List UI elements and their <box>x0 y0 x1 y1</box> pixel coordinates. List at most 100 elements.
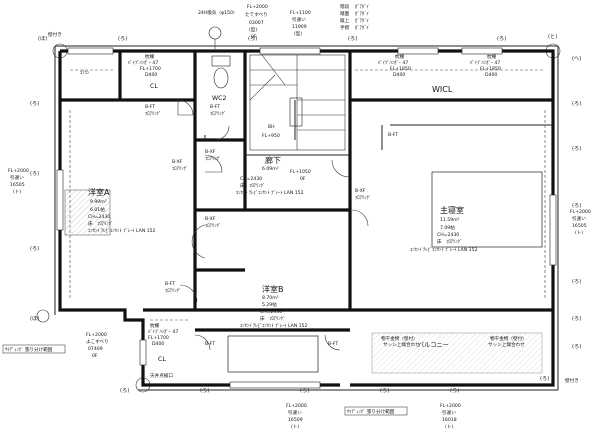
door <box>324 334 341 351</box>
master-area: 11.59m² <box>440 217 460 223</box>
master-bedroom: 主寝室 11.59m² 7.09帖 CH=2430 床 ﾌﾛｱﾘﾝｸﾞ ｺﾝｾﾝ… <box>410 205 478 253</box>
door <box>191 224 206 259</box>
side-annotations: FL+2000 引違い 16505 (ト) FL+2000 引違い 16505 … <box>8 168 591 430</box>
wicl-pipe2: ﾊﾟｲﾌﾟﾊﾝｶﾞｰ 47 <box>470 59 500 66</box>
door <box>214 125 230 141</box>
bed-outline <box>227 335 319 373</box>
closet1-fl: FL+1700 <box>140 66 161 72</box>
wicl-fl1: FL+1850 <box>390 66 411 72</box>
master-name: 主寝室 <box>440 205 464 215</box>
right-window-note: (ト) <box>575 230 583 236</box>
door-sub: ﾌﾛｱﾘﾝｸﾞ <box>210 110 226 117</box>
room-b-area: 8.70m² <box>262 295 279 301</box>
door-sub: ﾌﾛｱﾘﾝｸﾞ <box>355 194 371 201</box>
vent-icon <box>208 26 222 40</box>
stair-box-val: ｶﾞｱﾀﾞｲ <box>355 10 369 17</box>
left-window-note: (ト) <box>13 189 21 195</box>
stair-fl-label: FL+950 <box>262 133 280 139</box>
room-a-bft-sub: ﾌﾛｱﾘﾝｸﾞ <box>145 110 161 117</box>
closet2-fl: FL+1700 <box>148 335 169 341</box>
wicl-d2: D400 <box>485 72 497 78</box>
grid-mark: (ろ) <box>572 145 581 152</box>
hall: 廊下 6.09m² CH=2430 床 ﾌﾛｱﾘﾝｸﾞ ｺﾝｾﾝﾄ ﾃﾚﾋﾞｺﾝ… <box>236 155 311 196</box>
stair-box-val: ｶﾞｱﾀﾞｲ <box>355 17 369 24</box>
lower-mid-window-fl: FL+2000 <box>286 403 307 409</box>
lower-left-window-code: 07409 <box>88 346 103 352</box>
closet-2: 枕棚 ﾊﾟｲﾌﾟﾊﾝｶﾞｰ 47 FL+1700 D400 CL 天井点検口 <box>148 322 178 379</box>
grid-mark: (ろ) <box>348 35 357 42</box>
stair-label: BH <box>268 124 275 130</box>
window <box>397 47 439 55</box>
bottom-window-fl: FL+2000 <box>440 403 461 409</box>
aircon-label: ｴｱｺﾝ <box>80 70 90 76</box>
door-sub: ﾌﾛｱﾘﾝｸﾞ <box>165 287 181 294</box>
room-a-floor: 床 ﾌﾛｱﾘﾝｸﾞ <box>88 220 113 227</box>
master-ch: CH=2430 <box>437 232 459 238</box>
door-label: B-FT <box>210 104 220 110</box>
room-a-area: 9.99m² <box>90 199 107 205</box>
room-b-name: 洋室B <box>262 284 284 294</box>
grid-mark: (ろ) <box>120 387 129 394</box>
wicl-head2: 枕棚 <box>487 53 497 60</box>
room-b-outlet: ｺﾝｾﾝﾄ ﾃﾚﾋﾞｺﾝｾﾝﾄ ﾌﾟﾚｰﾄ LAN 152 <box>240 322 308 329</box>
lower-left-window-note: 0F <box>92 353 98 359</box>
hall-outlet: ｺﾝｾﾝﾄ ﾃﾚﾋﾞｺﾝｾﾝﾄ ﾌﾟﾚｰﾄ LAN 152 <box>236 189 304 196</box>
door-label: B-XF <box>355 188 366 194</box>
balcony: バルコニー 物干金物（壁付） サッシ上端合わせ 物干金物（壁付） サッシ上端合わ… <box>381 335 527 349</box>
grid-mark: (ろ) <box>497 35 506 42</box>
door-label: B-FT <box>205 341 215 347</box>
right-window-fl: FL+2000 <box>570 209 591 215</box>
closet2-name: CL <box>158 356 166 363</box>
closet2-head: 枕棚 <box>150 322 160 329</box>
grid-mark: (と) <box>548 33 557 40</box>
window-note: (型) <box>294 30 302 37</box>
closet-shelves <box>69 69 546 321</box>
door-label: B-FT <box>165 281 175 287</box>
room-a-tatami: 6.01帖 <box>90 206 105 213</box>
vent-fl: FL+2000 <box>247 4 268 10</box>
closet1-head: 枕棚 <box>145 53 155 60</box>
vent-note: (型) <box>249 26 257 33</box>
right-window-type: 引違い <box>572 215 586 222</box>
vent-glass: 0F <box>251 34 257 40</box>
hall-ch: CH=2430 <box>240 176 262 182</box>
balcony-note: 物干金物（壁付） <box>381 335 418 342</box>
stair-box: 手摺 <box>340 24 350 31</box>
bottom-window-note: (ト) <box>445 424 453 430</box>
hall-area: 6.09m² <box>262 166 279 172</box>
grid-mark: (ろ) <box>118 35 127 42</box>
windows <box>56 47 557 389</box>
room-a-bft: B-FT <box>145 104 155 110</box>
closet1-pipe: ﾊﾟｲﾌﾟﾊﾝｶﾞｰ 47 <box>128 59 158 66</box>
stair-box-val: ｶﾞｱﾀﾞｲ <box>355 24 369 31</box>
door <box>204 154 223 173</box>
grid-mark: (ろ) <box>30 100 39 107</box>
window-code: 11909 <box>292 24 307 30</box>
vent-label: 24H換気（φ150） <box>198 9 237 16</box>
grid-mark: (ろ) <box>572 343 581 350</box>
hall-fl: FL+1050 <box>290 169 311 175</box>
window <box>67 47 114 55</box>
grid-mark: (ろ) <box>572 100 581 107</box>
window <box>139 339 147 366</box>
grid-mark: (ろ) <box>572 202 581 209</box>
lower-mid-window-type: 引違い <box>288 409 302 416</box>
staircase: BH FL+950 <box>249 54 346 151</box>
door-sub: ﾌﾛｱﾘﾝｸﾞ <box>205 155 221 162</box>
room-a-ch: CH=2430 <box>88 214 110 220</box>
wc2-label: WC2 <box>212 95 226 102</box>
top-annotations: 24H換気（φ150） FL+2000 たてすべり 03007 (型) 0F F… <box>198 3 369 40</box>
closet1-d: D400 <box>145 72 157 78</box>
stair-box: 蹴上 <box>340 17 350 24</box>
master-tatami: 7.09帖 <box>440 224 455 231</box>
left-window-fl: FL+2000 <box>8 168 29 174</box>
hall-code: 0F <box>300 176 306 182</box>
balcony-note: 物干金物（壁付） <box>490 335 527 342</box>
room-b-floor: 床 ﾌﾛｱﾘﾝｸﾞ <box>260 315 285 322</box>
window-type: 引違い <box>292 16 306 23</box>
closet2-pipe: ﾊﾟｲﾌﾟﾊﾝｶﾞｰ 47 <box>148 328 178 335</box>
grid-mark: (ろ) <box>248 35 257 42</box>
vent-type: たてすべり <box>245 11 268 18</box>
grid-mark: (ろ) <box>572 315 581 322</box>
room-a-outlet: ｺﾝｾﾝﾄ ﾃﾚﾋﾞｺﾝｾﾝﾄ ﾌﾟﾚｰﾄ LAN 152 <box>88 227 156 234</box>
